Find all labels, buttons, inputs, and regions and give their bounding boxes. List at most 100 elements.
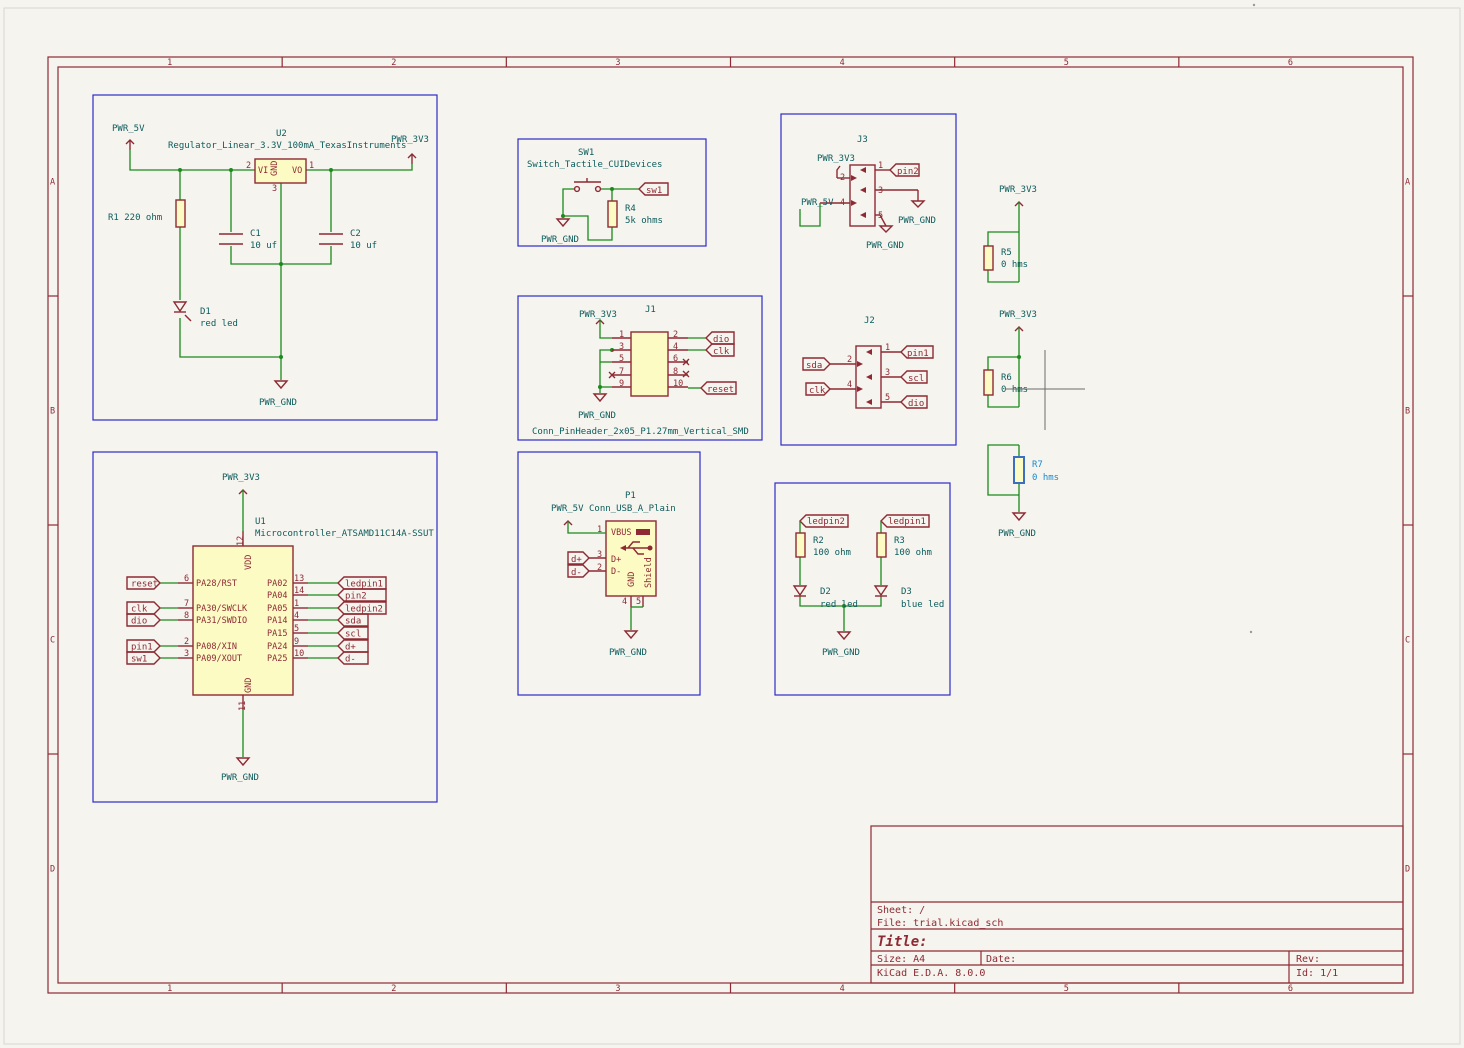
svg-text:5k ohms: 5k ohms — [625, 216, 663, 226]
netlabel-usb-dp[interactable]: d+ — [567, 551, 590, 565]
pwr-3v3-symbol-j3[interactable]: PWR_3V3 — [817, 154, 855, 178]
jumper-r6[interactable]: PWR_3V3 R6 0 hms — [983, 310, 1037, 408]
svg-text:D1: D1 — [200, 307, 211, 317]
netlabel-j1-dio[interactable]: dio — [705, 331, 735, 345]
svg-text:5: 5 — [636, 597, 641, 607]
netlabel-mcu-left[interactable]: sw1 — [126, 651, 161, 665]
mcu-pin-name: PA05 — [267, 604, 287, 614]
netlabel-j1-reset[interactable]: reset — [700, 381, 737, 395]
svg-text:D3: D3 — [901, 587, 912, 597]
netlabel-mcu-left[interactable]: pin1 — [126, 639, 161, 653]
netlabel-j2-pin1[interactable]: pin1 — [900, 345, 934, 359]
svg-text:dio: dio — [908, 399, 924, 409]
tb-rev: Rev: — [1296, 954, 1320, 965]
svg-text:d+: d+ — [571, 555, 582, 565]
j1-pin-number: 8 — [673, 367, 678, 377]
netlabel-sw1[interactable]: sw1 — [638, 182, 669, 196]
tb-title: Title: — [877, 934, 928, 950]
svg-text:11: 11 — [238, 701, 248, 711]
pwr-gnd-symbol-j3b[interactable]: PWR_GND — [866, 214, 904, 251]
j1-noconnect-6 — [682, 358, 690, 366]
j1-pin-number: 2 — [673, 330, 678, 340]
svg-text:1: 1 — [597, 525, 602, 535]
pwr-3v3-symbol-reg[interactable]: PWR_3V3 — [391, 135, 429, 164]
netlabel-mcu-left[interactable]: reset — [126, 576, 161, 590]
group-mcu[interactable]: PWR_3V3 PWR_GND U1 Microcontroller_ATSAM… — [92, 451, 438, 803]
pwr-gnd-symbol-j1[interactable]: PWR_GND — [578, 393, 616, 421]
svg-text:0 hms: 0 hms — [1001, 385, 1028, 395]
resistor-r1[interactable]: R1 220 ohm — [108, 199, 186, 228]
jumper-r7-selected[interactable]: R7 0 hms PWR_GND — [987, 444, 1059, 539]
pwr-5v-symbol-j3[interactable]: PWR_5V — [801, 198, 834, 208]
tb-sheet: Sheet: / — [877, 905, 925, 916]
led-d1[interactable]: D1 red led — [172, 301, 238, 329]
group-leds[interactable]: ledpin2 ledpin1 R2 100 ohm R3 100 ohm D2… — [774, 482, 951, 696]
netlabel-j2-clk[interactable]: clk — [805, 382, 831, 396]
group-regulator[interactable]: PWR_5V PWR_3V3 U2 Regulator_Linear_3.3V_… — [92, 94, 438, 421]
resistor-r2[interactable]: R2 100 ohm — [795, 532, 851, 558]
mcu-pin-number: 4 — [294, 611, 299, 621]
j1-noconnect-8 — [682, 370, 690, 378]
svg-text:1: 1 — [885, 343, 890, 353]
usb-p1[interactable]: P1 Conn_USB_A_Plain VBUS D+ D- GND Shiel… — [589, 491, 676, 607]
netlabel-j2-sda[interactable]: sda — [802, 357, 831, 371]
netlabel-mcu-right[interactable]: scl — [337, 626, 369, 640]
svg-text:sda: sda — [806, 361, 822, 371]
svg-text:3: 3 — [878, 186, 883, 196]
netlabel-mcu-right[interactable]: ledpin1 — [337, 576, 387, 590]
netlabel-mcu-left[interactable]: dio — [126, 613, 161, 627]
netlabel-mcu-left[interactable]: clk — [126, 601, 161, 615]
pwr-gnd-symbol-leds[interactable]: PWR_GND — [822, 631, 860, 658]
netlabel-ledpin2[interactable]: ledpin2 — [799, 514, 849, 528]
netlabel-usb-dm[interactable]: d- — [567, 564, 590, 578]
svg-text:PWR_3V3: PWR_3V3 — [999, 310, 1037, 320]
resistor-r3[interactable]: R3 100 ohm — [876, 532, 932, 558]
group-usb[interactable]: P1 Conn_USB_A_Plain VBUS D+ D- GND Shiel… — [517, 451, 701, 696]
regulator-u2[interactable]: U2 Regulator_Linear_3.3V_100mA_TexasInst… — [168, 129, 406, 194]
group-switch[interactable]: SW1 Switch_Tactile_CUIDevices PWR_GND R4… — [517, 138, 707, 247]
mcu-pin-name: PA04 — [267, 591, 287, 601]
led-d3[interactable]: D3 blue led — [873, 585, 944, 610]
capacitor-c1[interactable]: C1 10 uf — [219, 229, 277, 251]
svg-text:R3: R3 — [894, 536, 905, 546]
netlabel-mcu-right[interactable]: pin2 — [337, 588, 387, 602]
netlabel-j2-dio[interactable]: dio — [900, 395, 928, 409]
svg-text:3: 3 — [272, 184, 277, 194]
switch-sw1[interactable]: SW1 Switch_Tactile_CUIDevices — [527, 148, 662, 193]
netlabel-mcu-right[interactable]: d- — [337, 651, 369, 665]
mcu-u1[interactable]: U1 Microcontroller_ATSAMD11C14A-SSUT VDD… — [126, 517, 434, 711]
svg-text:PWR_3V3: PWR_3V3 — [222, 473, 260, 483]
pwr-gnd-symbol-j3a[interactable]: PWR_GND — [898, 190, 936, 226]
svg-text:3: 3 — [885, 368, 890, 378]
connector-j1[interactable]: J1 Conn_PinHeader_2x05_P1.27mm_Vertical_… — [532, 305, 749, 437]
svg-text:PWR_GND: PWR_GND — [578, 411, 616, 421]
capacitor-c2[interactable]: C2 10 uf — [319, 229, 377, 251]
pwr-gnd-symbol-reg[interactable]: PWR_GND — [259, 380, 297, 408]
netlabel-j1-clk[interactable]: clk — [705, 343, 735, 357]
connector-j2[interactable]: J2 1 2 3 4 5 — [830, 316, 901, 409]
frame-col-label-bottom: 4 — [840, 984, 845, 994]
frame-col-label-bottom: 3 — [615, 984, 620, 994]
svg-text:R4: R4 — [625, 204, 636, 214]
led-d2[interactable]: D2 red led — [792, 585, 858, 610]
netlabel-mcu-right[interactable]: ledpin2 — [337, 601, 387, 615]
netlabel-mcu-right[interactable]: sda — [337, 613, 369, 627]
pwr-gnd-symbol-usb[interactable]: PWR_GND — [609, 630, 647, 658]
pwr-gnd-symbol-mcu[interactable]: PWR_GND — [221, 757, 259, 783]
pwr-gnd-symbol-sw[interactable]: PWR_GND — [541, 218, 579, 245]
netlabel-ledpin1[interactable]: ledpin1 — [880, 514, 930, 528]
group-j1[interactable]: PWR_3V3 PWR_GND J1 Conn_PinHeader_2x05_P… — [517, 295, 763, 441]
svg-text:10 uf: 10 uf — [350, 241, 377, 251]
mcu-pin-name: PA14 — [267, 616, 287, 626]
jumper-r5[interactable]: PWR_3V3 R5 0 hms — [983, 185, 1037, 283]
netlabel-j2-scl[interactable]: scl — [900, 370, 928, 384]
svg-text:Conn_PinHeader_2x05_P1.27mm_Ve: Conn_PinHeader_2x05_P1.27mm_Vertical_SMD — [532, 427, 749, 437]
svg-text:2: 2 — [597, 563, 602, 573]
netlabel-mcu-right[interactable]: d+ — [337, 639, 369, 653]
group-connectors[interactable]: J3 1 2 3 4 5 PWR_3V3 PWR_5V — [780, 113, 957, 446]
pwr-5v-symbol-reg[interactable]: PWR_5V — [112, 124, 145, 150]
resistor-r4[interactable]: R4 5k ohms — [607, 200, 663, 228]
netlabel-j3-pin2[interactable]: pin2 — [889, 163, 920, 177]
